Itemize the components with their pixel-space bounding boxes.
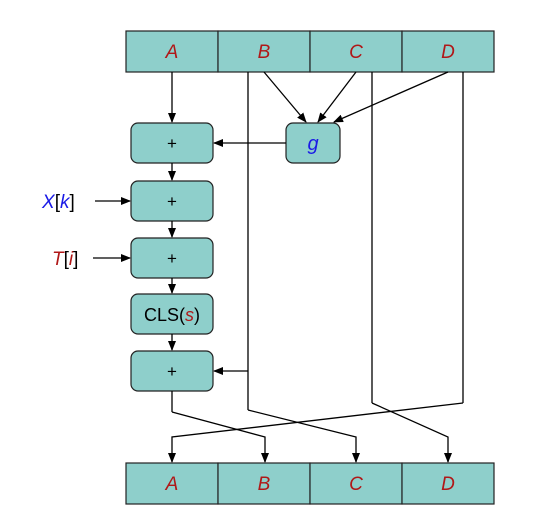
top-register-row: A B C D bbox=[125, 30, 495, 73]
bottom-register-c-label: C bbox=[349, 474, 363, 495]
wire-d-to-new-a bbox=[168, 402, 464, 463]
input-x-label: X[k] bbox=[41, 192, 75, 213]
input-t-label: T[i] bbox=[52, 249, 78, 270]
wire-b-to-g bbox=[263, 71, 307, 123]
wire-c-to-new-d bbox=[371, 402, 452, 463]
top-register-c bbox=[309, 30, 403, 73]
top-register-c-label: C bbox=[349, 42, 363, 63]
top-register-d-label: D bbox=[441, 42, 455, 63]
top-register-d bbox=[401, 30, 495, 73]
bottom-register-a bbox=[125, 462, 219, 505]
bottom-register-row: A B C D bbox=[125, 462, 495, 505]
top-register-a bbox=[125, 30, 219, 73]
wires bbox=[93, 71, 464, 463]
wire-b-to-new-c bbox=[247, 409, 360, 463]
bottom-register-b-label: B bbox=[258, 474, 271, 495]
adder-label-4: + bbox=[167, 362, 177, 381]
adder-label-3: + bbox=[167, 249, 177, 268]
bottom-register-d-label: D bbox=[441, 474, 455, 495]
bottom-register-a-label: A bbox=[165, 474, 179, 495]
adder-label-2: + bbox=[167, 192, 177, 211]
wire-d-to-g bbox=[333, 71, 449, 123]
top-register-b bbox=[217, 30, 311, 73]
wire-c-to-g bbox=[317, 71, 357, 123]
bottom-register-d bbox=[401, 462, 495, 505]
bottom-register-c bbox=[309, 462, 403, 505]
wire-result-to-b bbox=[171, 411, 269, 463]
top-register-a-label: A bbox=[165, 42, 179, 63]
shift-label: CLS(s) bbox=[144, 305, 200, 325]
top-register-b-label: B bbox=[258, 42, 271, 63]
adder-label-1: + bbox=[167, 134, 177, 153]
bottom-register-b bbox=[217, 462, 311, 505]
function-g-label: g bbox=[307, 133, 318, 155]
